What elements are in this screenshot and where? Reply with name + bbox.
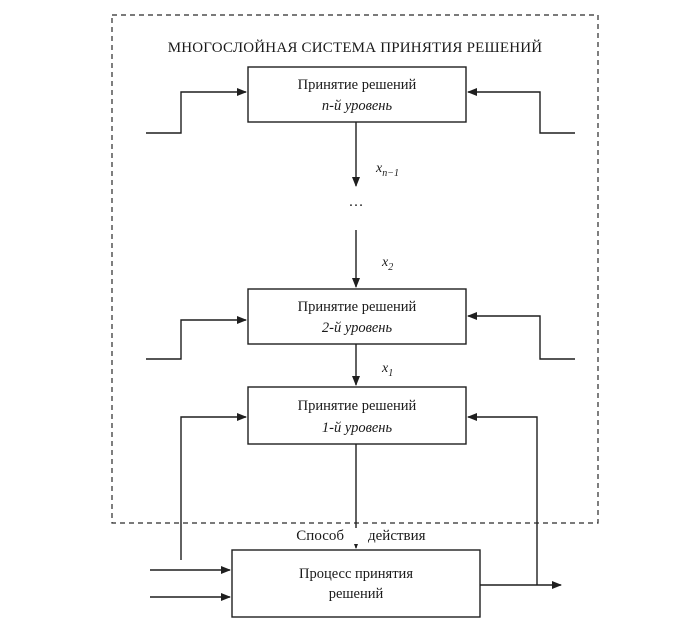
level-n-label: n-й уровень: [322, 98, 393, 114]
level-n-box: [247, 66, 467, 123]
feedback-right-arrow: [467, 413, 538, 585]
system-boundary-frame: [111, 14, 599, 524]
var-x-2: x2: [381, 255, 393, 273]
action-label-right: действия: [368, 528, 426, 544]
level-1-box: [247, 386, 467, 445]
action-label-left: Способ: [296, 528, 344, 544]
level-n-input-right-arrow: [467, 88, 575, 134]
process-box: [231, 549, 481, 618]
level-n-title: Принятие решений: [298, 77, 417, 93]
feedback-left-arrow: [180, 413, 247, 560]
ellipsis: …: [349, 194, 364, 210]
level-1-label: 1-й уровень: [322, 420, 393, 436]
level-2-input-right-arrow: [467, 312, 575, 360]
level-n-input-left-arrow: [146, 88, 247, 134]
level-2-input-left-arrow: [146, 316, 247, 360]
action-label-gap: [344, 528, 368, 544]
var-x-n-minus-1: xn−1: [375, 161, 399, 179]
level-1-title: Принятие решений: [298, 398, 417, 414]
level-2-title: Принятие решений: [298, 299, 417, 315]
var-x-1: x1: [381, 361, 393, 379]
level-2-box: [247, 288, 467, 345]
process-title-line2: решений: [329, 586, 384, 602]
level-2-label: 2-й уровень: [322, 320, 393, 336]
process-title: Процесс принятия: [299, 566, 413, 582]
system-title: МНОГОСЛОЙНАЯ СИСТЕМА ПРИНЯТИЯ РЕШЕНИЙ: [168, 39, 543, 56]
